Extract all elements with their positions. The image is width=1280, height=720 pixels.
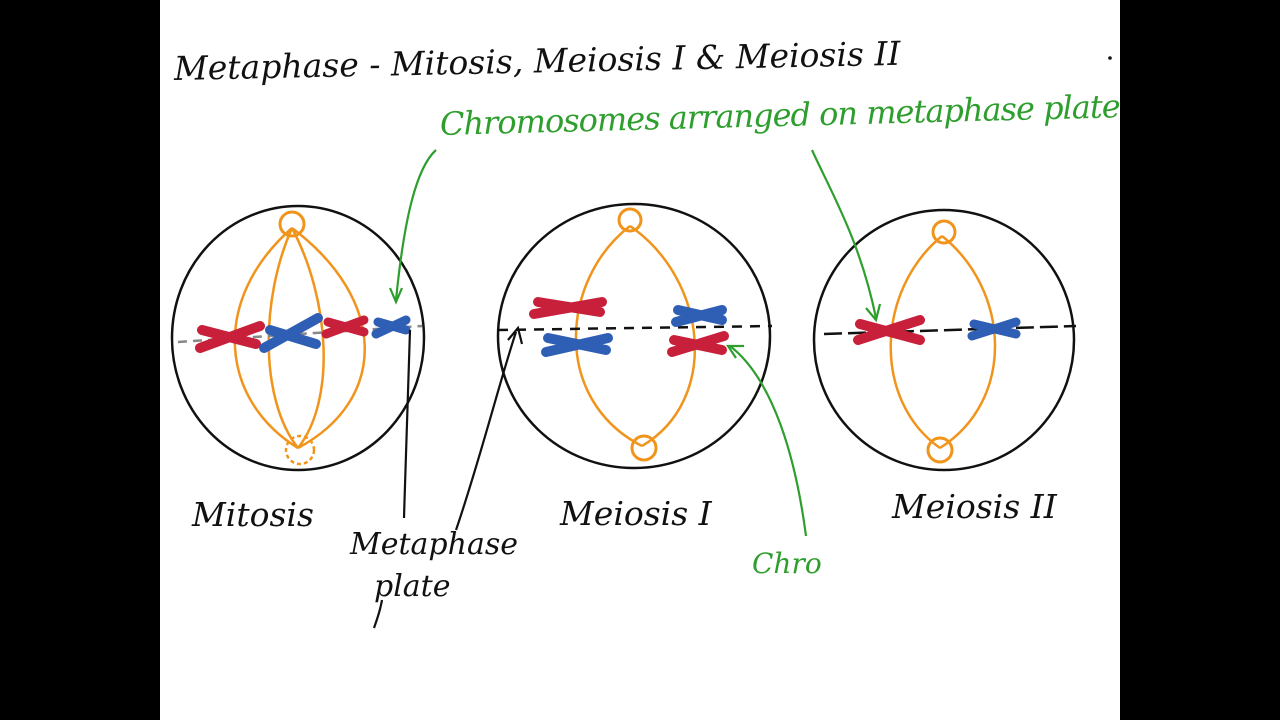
chromosome-red: [853, 315, 925, 345]
meiosis-2-cell: [812, 208, 1077, 472]
black-arrow-to-mitosis-plate: [402, 329, 412, 519]
mitosis-cell: [170, 204, 426, 472]
label-metaphase-plate-line2: plate: [374, 569, 451, 604]
label-meiosis-2: Meiosis II: [892, 487, 1057, 526]
black-pointer-tail: [372, 599, 384, 629]
mitosis-spindle-fibers: [233, 227, 366, 450]
whiteboard-canvas: Metaphase - Mitosis, Meiosis I & Meiosis…: [160, 0, 1120, 720]
mitosis-chromosomes: [195, 313, 411, 353]
pen-dot: [1108, 56, 1112, 60]
chromosome-blue: [259, 313, 323, 353]
chromosome-blue: [371, 315, 411, 339]
annotation-arrows: [372, 149, 882, 629]
meiosis-1-centrosome-bottom: [630, 434, 658, 462]
black-arrow-to-meiosis-1-plate: [454, 331, 518, 531]
meiosis-1-cell: [496, 202, 773, 470]
homolog-pair-left-bottom: [541, 333, 613, 357]
mitosis-centrosome-top: [278, 210, 306, 238]
mitosis-centrosome-bottom: [284, 434, 316, 466]
metaphase-diagram: [170, 56, 1112, 629]
meiosis-1-centrosome-top: [617, 207, 643, 233]
meiosis-1-chromosomes: [529, 297, 729, 357]
chromosome-red: [195, 321, 265, 353]
meiosis-1-cell-membrane: [496, 202, 772, 470]
label-mitosis: Mitosis: [192, 495, 314, 534]
homolog-pair-left-top: [529, 297, 607, 319]
homolog-pair-right-top: [671, 305, 727, 327]
label-metaphase-plate-line1: Metaphase: [350, 527, 518, 562]
meiosis-2-centrosome-bottom: [926, 436, 954, 464]
green-arrow-to-meiosis-1-chromosome: [729, 345, 808, 537]
mitosis-cell-membrane: [170, 204, 426, 472]
meiosis-2-centrosome-top: [931, 219, 957, 245]
annotation-chromosome-partial: Chro: [752, 547, 822, 580]
meiosis-2-chromosomes: [853, 315, 1021, 345]
chromosome-blue: [967, 317, 1021, 341]
chromosome-red: [321, 315, 369, 339]
meiosis-2-metaphase-plate-line: [823, 324, 1077, 336]
meiosis-1-metaphase-plate-line: [497, 324, 773, 332]
meiosis-2-cell-membrane: [812, 208, 1076, 472]
label-meiosis-1: Meiosis I: [560, 494, 712, 533]
homolog-pair-right-bottom: [667, 331, 729, 357]
green-arrow-to-meiosis-2: [810, 149, 878, 319]
meiosis-2-spindle-fibers: [889, 235, 997, 450]
green-arrow-to-mitosis: [394, 149, 437, 301]
